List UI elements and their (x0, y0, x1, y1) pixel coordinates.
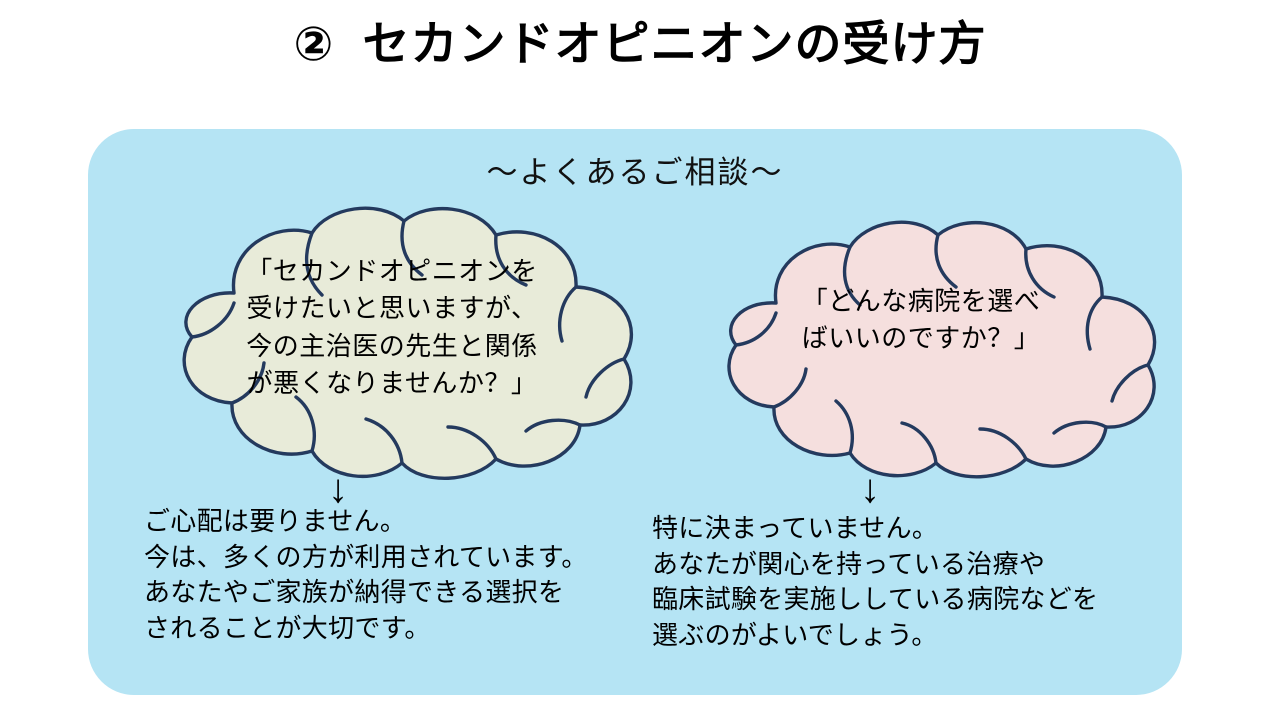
answer-text-left: ご心配は要りません。 今は、多くの方が利用されています。 あなたやご家族が納得で… (144, 506, 588, 643)
cloud-left-text: 「セカンドオピニオンを 受けたいと思いますが、 今の主治医の先生と関係 が悪くな… (246, 256, 538, 399)
cloud-callout-left: 「セカンドオピニオンを 受けたいと思いますが、 今の主治医の先生と関係 が悪くな… (116, 201, 656, 481)
panel-subtitle: 〜よくあるご相談〜 (486, 155, 784, 190)
cloud-callout-right: 「どんな病院を選べ ばいいのですか？」 (666, 215, 1172, 481)
down-arrow-left-icon: ↓ (328, 467, 348, 511)
cloud-shape-right-icon (727, 220, 1157, 479)
content-panel: 〜よくあるご相談〜 「セカンドオピニオンを 受けたいと思いますが、 今の主治医の… (88, 129, 1182, 695)
page-title: ② セカンドオピニオンの受け方 (293, 17, 987, 70)
down-arrow-right-icon: ↓ (860, 467, 880, 511)
answer-text-right: 特に決まっていません。 あなたが関心を持っている治療や 臨床試験を実施ししている… (652, 513, 1099, 650)
cloud-right-text: 「どんな病院を選べ ばいいのですか？」 (801, 286, 1041, 354)
cloud-shape-left-icon (182, 206, 634, 481)
